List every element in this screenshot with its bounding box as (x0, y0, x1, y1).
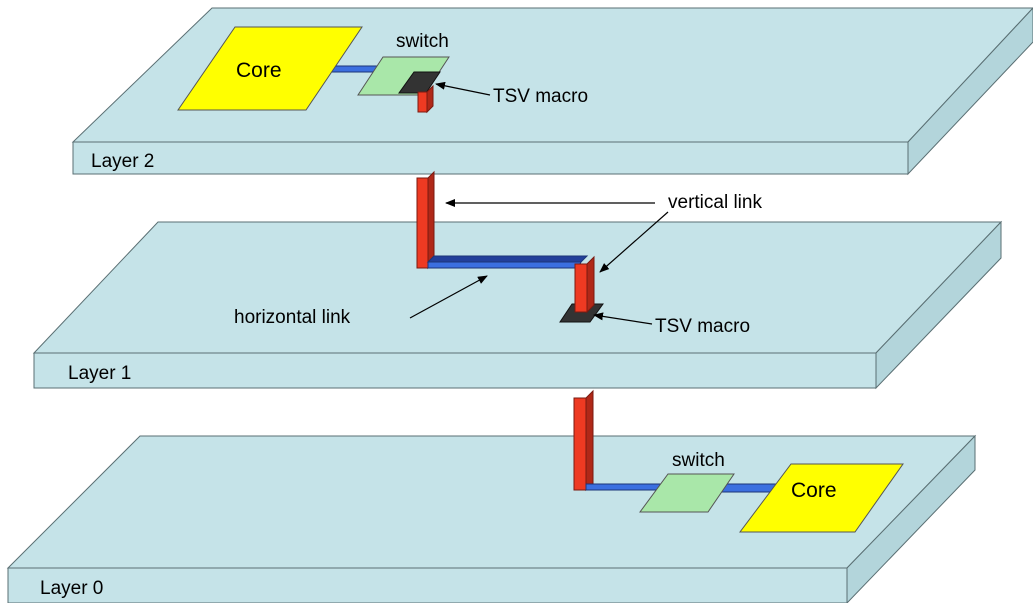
horizontal-link-bottom-a (585, 483, 669, 491)
vertical-link-mid-front (574, 263, 588, 313)
core-block-top (177, 26, 363, 111)
layer-1-top-face (32, 221, 1003, 354)
layer-0-side-face (846, 434, 976, 603)
layer-2-side-face (907, 7, 1033, 176)
vertical-link-l2-l1-front (416, 177, 429, 269)
vertical-link-l1-l0-front (573, 397, 587, 491)
vertical-link-l2-l1 (416, 170, 435, 270)
horizontal-link-mid (427, 261, 582, 269)
vertical-link-top-stub (417, 91, 428, 113)
horizontal-link-mid-side (426, 255, 589, 263)
switch-label-top: switch (396, 31, 449, 52)
vertical-link-label: vertical link (668, 192, 762, 213)
vertical-link-top-stub-side (426, 84, 434, 114)
layer-0-contents: switch Core (585, 450, 904, 533)
layer-2-front-face (72, 141, 909, 175)
switch-block-bottom (639, 473, 735, 513)
horizontal-link-arrow (409, 275, 488, 319)
vertical-link-l1-l0-side (585, 389, 594, 492)
core-label-top: Core (236, 59, 282, 82)
layer-0: Layer 0 (6, 434, 977, 603)
layer-0-label: Layer 0 (40, 578, 103, 599)
vertical-link-l1-l0 (573, 389, 594, 492)
tsv-macro-mid-label: TSV macro (655, 316, 750, 337)
layer-1-contents: vertical link horizontal link TSV macro (234, 192, 762, 337)
tsv-macro-mid-arrow (593, 312, 653, 325)
core-label-bottom: Core (791, 479, 837, 502)
layer-2-contents: Core switch TSV macro (177, 26, 588, 114)
layer-1-label: Layer 1 (68, 363, 131, 384)
layer-0-front-face (7, 567, 848, 603)
switch-label-bottom: switch (672, 450, 725, 471)
vertical-link-l2-l1-side (427, 170, 435, 270)
layer-1-side-face (875, 220, 1002, 390)
vertical-link-mid-side (586, 255, 595, 314)
layer-1: Layer 1 (32, 220, 1003, 390)
layer-2-label: Layer 2 (91, 151, 154, 172)
tsv-macro-top-label: TSV macro (493, 86, 588, 107)
horizontal-link-label: horizontal link (234, 307, 351, 328)
core-block-bottom (739, 463, 904, 533)
tsv-macro-top-arrow (435, 81, 491, 96)
layer-1-front-face (33, 352, 877, 389)
vertical-link-arrow-right (599, 211, 669, 273)
